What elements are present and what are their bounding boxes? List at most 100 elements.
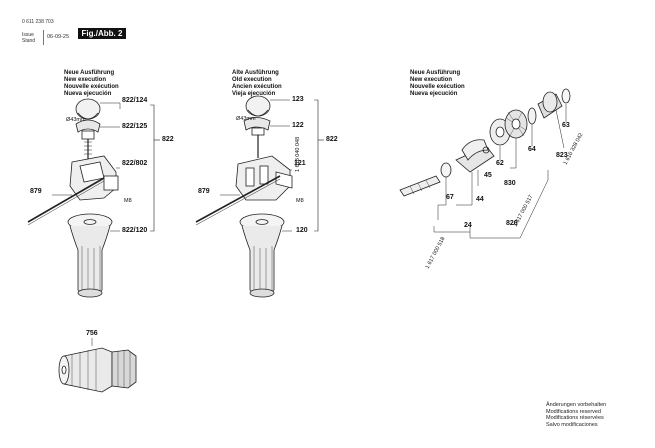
part-120: 120 [296,227,308,234]
title-line: Neue Ausführung [410,70,461,76]
part-122: 122 [292,122,304,129]
figure-label: Fig./Abb. 2 [78,28,126,39]
part-63: 63 [562,122,570,129]
gear-disk-hub [495,126,505,138]
title-line: Vieja ejecución [232,91,276,97]
footer-line: Modifications reserved [546,408,602,415]
part-44: 44 [476,196,484,203]
part-879-left: 879 [30,188,42,195]
chuck-assembly [58,338,137,393]
handle-grip-ribs [81,246,101,296]
section-title-left: Neue Ausführung New execution Nouvelle e… [64,70,119,98]
housing-window [79,161,105,183]
title-line: Neue Ausführung [64,70,115,76]
title-line: Nouvelle exécution [410,84,465,90]
handle-grip-old-ribs [253,246,273,296]
part-756: 756 [86,330,98,337]
bracket-826 [469,170,549,239]
depth-rod-edge [27,180,105,226]
title-line: Nueva ejecución [410,91,458,97]
handle-grip-old [241,225,283,296]
title-line: Ancien exécution [232,84,282,90]
header-divider [43,30,44,45]
chuck-grip-lines [71,349,97,391]
clamp-block [81,130,95,140]
footer-notice: Änderungen vorbehalten Modifications res… [546,402,606,428]
housing-nut [103,175,119,191]
drive-gear-823-body [542,91,558,113]
part-879-middle: 879 [198,188,210,195]
title-line: New execution [64,77,107,83]
part-822-125: 822/125 [122,123,148,130]
bracket-24 [433,226,471,233]
depth-rod-old [195,175,281,223]
part-123: 123 [292,96,304,103]
part-830: 830 [504,180,516,187]
diameter-middle: Ø43mm [236,116,256,122]
chuck-sleeve-knurl [117,350,131,388]
clamp-band-old [243,117,271,131]
leader-67 [437,177,447,220]
handle-thread-hole-old [255,219,269,225]
part-822-124: 822/124 [122,97,148,104]
title-line: Alte Ausführung [232,70,279,76]
title-line: Old execution [232,77,272,83]
spindle-part [399,175,441,197]
thread-m8-left: M8 [124,198,132,204]
footer-line: Änderungen vorbehalten [546,402,607,408]
section-title-middle: Alte Ausführung Old execution Ancien exé… [232,70,282,98]
part-67: 67 [446,194,454,201]
thread-m8-middle: M8 [296,198,304,204]
clamp-block-old [251,127,265,136]
right-assembly [399,88,571,239]
footer-line: Modifications réservées [546,415,604,422]
title-line: New execution [410,77,453,83]
handle-end-cap-old [249,288,275,298]
part-121: 121 [294,160,306,167]
handle-grip-part [69,225,111,296]
title-line: Nouvelle exécution [64,84,119,90]
part-822-802: 822/802 [122,160,148,167]
handle-end-cap [77,288,103,298]
leader-823 [555,109,565,149]
part-823: 823 [556,152,568,159]
stand-label: Stand [22,38,36,44]
depth-ring-old [245,95,271,117]
part-822-left: 822 [162,136,174,143]
handle-thread-hole [83,219,97,225]
part-45: 45 [484,172,492,179]
leader-830 [510,138,517,169]
bracket-822-left [150,104,155,232]
leader-44 [456,172,473,206]
housing-slot-b [259,165,269,185]
issue-label: Issue [22,32,34,38]
bolt-thread [84,141,92,155]
housing-slot-a [245,167,255,187]
section-title-right: Neue Ausführung New execution Nouvelle e… [410,70,465,98]
clamp-band-part [75,119,101,133]
diameter-left: Ø43mm [66,117,86,123]
crank-44 [461,139,489,161]
left-assembly [27,98,160,298]
part-822-120: 822/120 [122,227,148,234]
crank-pin [482,146,490,154]
depth-rod-old-edge [195,178,281,226]
part-24: 24 [464,222,472,229]
part-822-middle: 822 [326,136,338,143]
part-64: 64 [528,146,536,153]
gear-830-hub [511,118,521,130]
ring-63 [561,88,571,104]
depth-rod-part [27,177,105,223]
leader-822-124 [100,102,121,109]
depth-ring-old-lower [247,109,269,117]
pinion-67 [440,162,452,178]
code-1618040048: 1 618 040 048 [295,136,301,172]
issue-date: 06-09-25 [47,34,70,40]
middle-assembly [195,95,324,298]
bracket-822-middle [314,99,319,232]
spindle-knurl [409,179,431,195]
footer-line: Salvo modificaciones [546,421,598,428]
title-line: Nueva ejecución [64,91,112,97]
bearing-64 [527,107,537,125]
